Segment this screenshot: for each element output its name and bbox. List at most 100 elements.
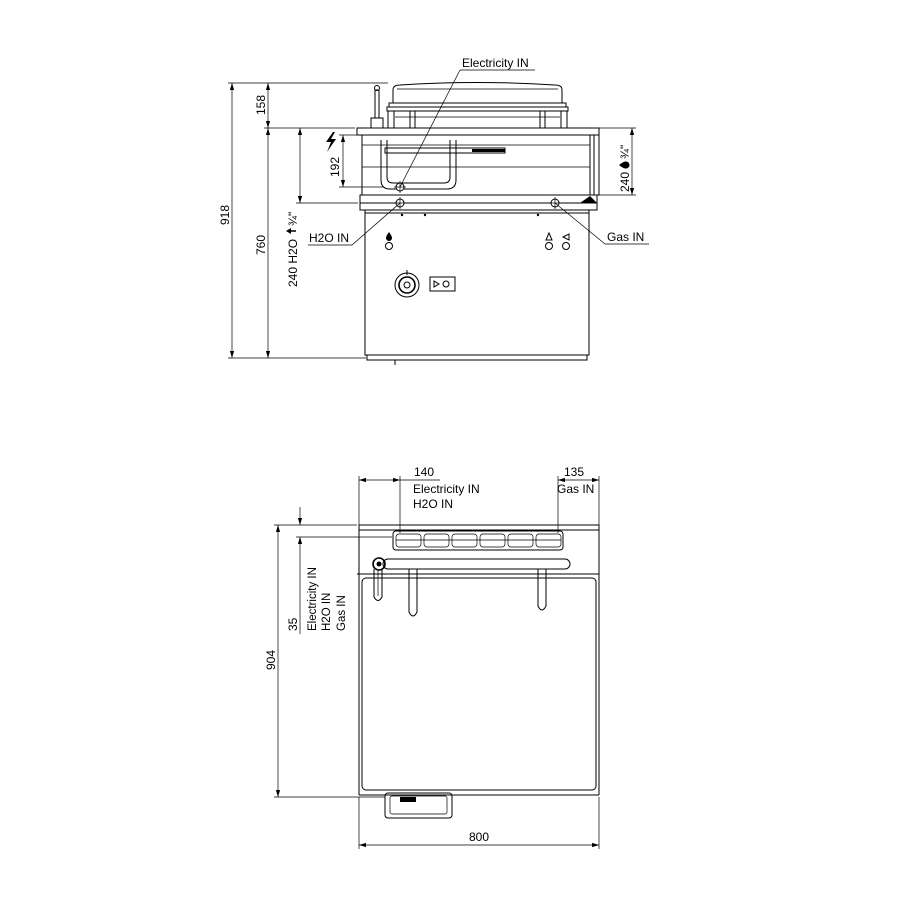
- hinge-left-knob: [372, 557, 386, 571]
- rod-base: [370, 117, 384, 129]
- lid-dome: [392, 82, 563, 104]
- base-plate-upper: [359, 194, 598, 204]
- dimension-135: 135 Gas IN: [557, 465, 599, 496]
- hinge-bar: [372, 557, 571, 571]
- switch-panel-frame: [429, 276, 456, 292]
- pan-handle-outer: [380, 140, 457, 190]
- leader-electricity: Electricity IN: [399, 56, 535, 188]
- base-plate: [359, 194, 598, 214]
- pan-frame: [356, 127, 600, 196]
- dim-192-text: 192: [328, 157, 342, 177]
- lid-right-hook: [560, 110, 568, 129]
- dim-240-gas-fraction: ¾": [618, 145, 632, 159]
- lid: [386, 82, 569, 129]
- leader-gas: Gas IN: [554, 202, 649, 245]
- connection-bar-frame: [392, 530, 564, 551]
- pan-handle-inner: [386, 140, 451, 184]
- knob-center: [403, 281, 411, 289]
- h2o-in-label: H2O IN: [309, 231, 349, 245]
- control-knob: [394, 270, 420, 298]
- connection-bar: [392, 530, 564, 551]
- pan-interior: [361, 577, 597, 791]
- water-indicator-light: [385, 242, 393, 250]
- dim-240-h2o-text: 240 H2O: [286, 239, 300, 287]
- indicator-light-2: [562, 242, 570, 250]
- dimension-760: 760: [254, 128, 271, 358]
- dimension-192: 192: [326, 132, 346, 187]
- connection-bar-slots: [395, 533, 562, 548]
- plan-extension-lines: [274, 476, 600, 849]
- screw-dot-2: [423, 213, 427, 217]
- water-filler-rod: [370, 85, 384, 129]
- dim-918-text: 918: [218, 205, 232, 225]
- dimension-918: 918: [218, 83, 235, 358]
- hinge-cylinder: [382, 558, 571, 570]
- top-h2o-in-label: H2O IN: [413, 497, 453, 511]
- warning-triangle-icon: [545, 231, 553, 241]
- pan-top: [357, 569, 599, 791]
- arrow-up-icon: [286, 228, 296, 234]
- dim-760-text: 760: [254, 235, 268, 255]
- play-triangle-icon: [561, 233, 570, 241]
- front-handle-outer: [384, 792, 453, 819]
- slot: [451, 533, 478, 548]
- screw-dot-1: [400, 213, 404, 217]
- dimension-140: 140 Electricity IN H2O IN: [359, 465, 480, 511]
- switch-panel: [429, 276, 456, 292]
- slot: [535, 533, 562, 548]
- lid-left-tab: [409, 110, 416, 129]
- indicator-light-1: [545, 242, 553, 250]
- gas-flame-marker: [580, 196, 597, 203]
- slot: [423, 533, 450, 548]
- dim-35-text: 35: [286, 617, 300, 631]
- pan-left-handle: [408, 569, 418, 617]
- dim-240-h2o-fraction: ¾": [286, 212, 300, 226]
- gas-drop-icon: [619, 161, 630, 169]
- slot: [479, 533, 506, 548]
- dimension-158: 158: [254, 83, 271, 128]
- front-handle-tab: [400, 797, 416, 802]
- tilt-bar-pivot: [472, 149, 505, 152]
- pan-rim: [356, 127, 600, 136]
- lid-left-hook: [387, 110, 395, 129]
- screw-dot-3: [536, 213, 540, 217]
- dimension-800: 800: [359, 830, 599, 848]
- water-drop-icon: [386, 232, 392, 241]
- dim-800-text: 800: [469, 830, 489, 844]
- top-gas-in-label: Gas IN: [557, 482, 594, 496]
- plan-body: [358, 524, 600, 796]
- electricity-in-label: Electricity IN: [462, 56, 529, 70]
- slot: [507, 533, 534, 548]
- leader-h2o: H2O IN: [308, 202, 401, 246]
- slot: [395, 533, 422, 548]
- knob-inner-ring: [398, 276, 416, 294]
- cabinet: [364, 212, 590, 365]
- dim-135-text: 135: [564, 465, 584, 479]
- dim-140-text: 140: [414, 465, 434, 479]
- front-extension-lines: [228, 82, 636, 359]
- front-handle-inner: [389, 795, 448, 815]
- side-electricity-in-label: Electricity IN: [307, 567, 319, 631]
- gas-in-label: Gas IN: [607, 230, 644, 244]
- lid-band-upper: [388, 102, 567, 108]
- side-h2o-in-label: H2O IN: [321, 593, 333, 631]
- front-tilt-handle: [384, 792, 453, 819]
- dim-904-text: 904: [264, 650, 278, 670]
- cabinet-plinth: [366, 354, 588, 361]
- top-electricity-in-label: Electricity IN: [413, 482, 480, 496]
- back-rim: [358, 524, 600, 531]
- rod-shaft: [374, 89, 380, 119]
- dimension-35: 35 Electricity IN H2O IN Gas IN: [286, 507, 348, 634]
- lid-right-tab: [539, 110, 546, 129]
- switch-circle-icon: [442, 280, 450, 288]
- plan-view: 140 Electricity IN H2O IN 135 Gas IN 904…: [264, 465, 600, 849]
- switch-play-icon: [433, 280, 440, 288]
- front-elevation-view: Electricity IN H2O IN Gas IN 918: [218, 56, 649, 365]
- dim-240-gas-text: 240: [618, 172, 632, 192]
- lightning-icon: [326, 132, 336, 152]
- pan-right-handle: [537, 569, 547, 611]
- dimension-904: 904: [264, 525, 281, 797]
- dimension-240-h2o: 240 H2O ¾": [286, 128, 303, 287]
- dimension-240-gas: 240 ¾": [618, 128, 635, 195]
